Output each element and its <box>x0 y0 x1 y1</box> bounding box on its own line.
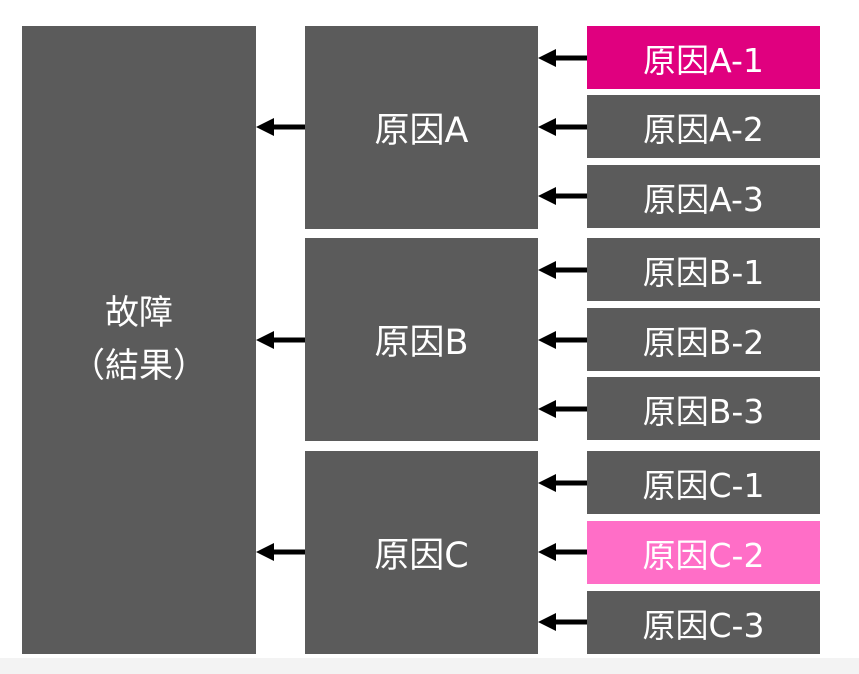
cause-box-c: 原因C <box>305 451 538 654</box>
arrow-c3-to-cause <box>538 613 587 631</box>
arrow-cause-b-to-effect <box>256 331 305 349</box>
subcause-box-b1: 原因B-1 <box>587 238 820 301</box>
cause-box-a: 原因A <box>305 26 538 229</box>
arrow-c1-to-cause <box>538 474 587 492</box>
effect-label-line2: （結果） <box>71 346 207 386</box>
subcause-box-c1: 原因C-1 <box>587 451 820 514</box>
subcause-label-a1: 原因A-1 <box>643 40 764 80</box>
arrow-cause-a-to-effect <box>256 118 305 136</box>
cause-label-a: 原因A <box>374 111 469 151</box>
subcause-label-c2: 原因C-2 <box>642 535 765 575</box>
subcause-box-c3: 原因C-3 <box>587 591 820 654</box>
arrow-c2-to-cause <box>538 543 587 561</box>
subcause-label-c3: 原因C-3 <box>642 605 765 645</box>
subcause-label-b3: 原因B-3 <box>642 391 765 431</box>
subcause-label-c1: 原因C-1 <box>642 465 765 505</box>
subcause-box-a3: 原因A-3 <box>587 165 820 228</box>
arrow-a3-to-cause <box>538 187 587 205</box>
subcause-box-b3: 原因B-3 <box>587 377 820 440</box>
subcause-label-b1: 原因B-1 <box>642 252 765 292</box>
subcause-box-b2: 原因B-2 <box>587 308 820 371</box>
subcause-label-a3: 原因A-3 <box>643 179 764 219</box>
arrow-cause-c-to-effect <box>256 543 305 561</box>
subcause-label-a2: 原因A-2 <box>643 109 764 149</box>
arrow-b2-to-cause <box>538 331 587 349</box>
subcause-box-c2: 原因C-2 <box>587 521 820 584</box>
subcause-box-a2: 原因A-2 <box>587 95 820 158</box>
bottom-strip <box>0 658 859 674</box>
effect-label-line1: 故障 <box>105 293 173 334</box>
arrow-b3-to-cause <box>538 400 587 418</box>
cause-box-b: 原因B <box>305 238 538 441</box>
arrow-a1-to-cause <box>538 49 587 67</box>
cause-label-b: 原因B <box>374 323 469 363</box>
subcause-label-b2: 原因B-2 <box>642 322 765 362</box>
arrow-b1-to-cause <box>538 261 587 279</box>
cause-label-c: 原因C <box>374 536 469 576</box>
arrow-a2-to-cause <box>538 118 587 136</box>
subcause-box-a1: 原因A-1 <box>587 26 820 89</box>
effect-box: 故障 （結果） <box>22 26 256 654</box>
